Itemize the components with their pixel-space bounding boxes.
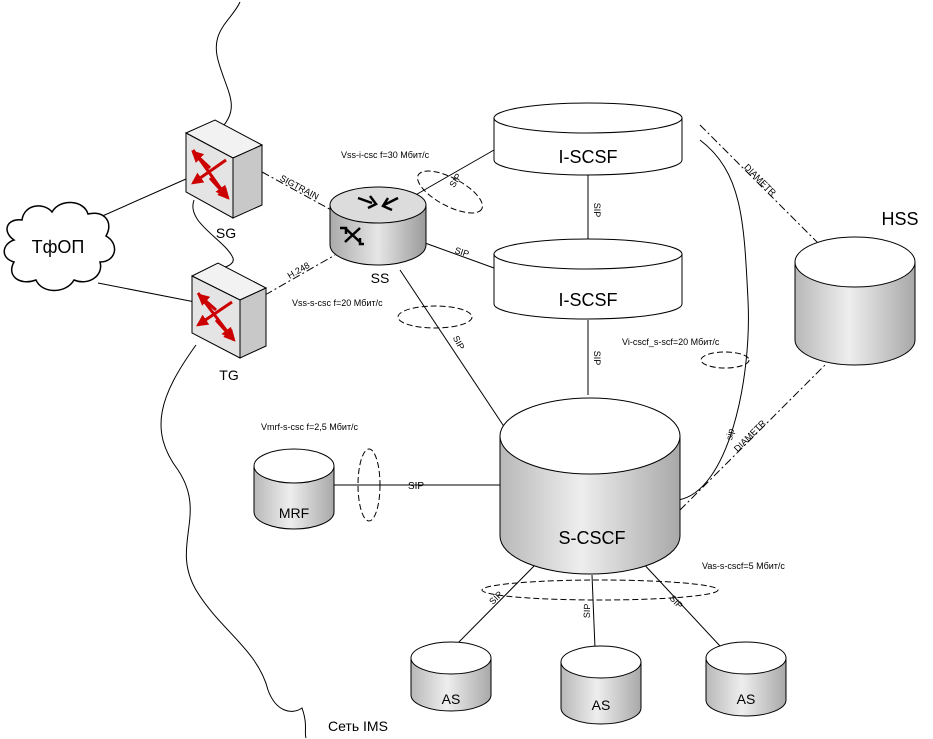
as1-node[interactable]: AS bbox=[410, 641, 492, 712]
marker-vas bbox=[481, 579, 719, 601]
mrf-node[interactable]: MRF bbox=[253, 448, 335, 530]
sip-mrf-scscf-label: SIP bbox=[408, 481, 424, 492]
network-label: Сеть IMS bbox=[328, 718, 388, 734]
tg-label: TG bbox=[219, 367, 238, 383]
network-boundary-middle bbox=[192, 199, 234, 269]
sigtrain-label: SIGTRAIN bbox=[278, 173, 320, 202]
annotation-vas: Vas-s-cscf=5 Мбит/с bbox=[702, 561, 785, 571]
as1-cap bbox=[410, 641, 492, 675]
sip-ss-scscf-label: SIP bbox=[451, 334, 467, 352]
hss-label: HSS bbox=[881, 209, 918, 229]
link-scscf-iscsf-loop bbox=[677, 139, 749, 501]
sip-iscsf-iscsf-label: SIP bbox=[592, 203, 602, 218]
ss-arrows-icon bbox=[340, 195, 399, 246]
mrf-body bbox=[253, 465, 335, 530]
sip-as2-label: SIP bbox=[582, 603, 593, 618]
as3-body bbox=[705, 657, 787, 717]
marker-vss-scscf bbox=[397, 305, 473, 329]
mrf-label: MRF bbox=[279, 505, 309, 521]
iscsf-mid-node[interactable]: I-SCSF bbox=[493, 238, 683, 320]
h248-label: H.248 bbox=[286, 260, 312, 281]
sip-ss-iscsf-mid-label: SIP bbox=[453, 245, 470, 259]
as2-cap bbox=[560, 645, 642, 679]
sip-as1-label: SIP bbox=[487, 589, 504, 606]
link-scscf-hss-diametr bbox=[679, 364, 826, 511]
diametr-top-label: DIAMETR bbox=[742, 162, 778, 198]
link-sg-ss-sigtrain bbox=[261, 171, 336, 213]
hss-node[interactable]: HSS bbox=[794, 209, 919, 366]
iscsf-top-node[interactable]: I-SCSF bbox=[493, 102, 683, 176]
link-tg-ss-h248 bbox=[264, 254, 336, 296]
sg-label: SG bbox=[216, 225, 236, 241]
as1-label: AS bbox=[442, 691, 461, 707]
scscf-label: S-CSCF bbox=[559, 528, 626, 548]
as2-body bbox=[560, 661, 642, 725]
scscf-cap bbox=[499, 397, 681, 475]
diametr-bottom-label: DIAMETR bbox=[732, 418, 768, 454]
annotation-vi-cscf: Vi-cscf_s-scf=20 Мбит/с bbox=[622, 337, 720, 347]
as2-label: AS bbox=[592, 697, 611, 713]
sg-node[interactable]: SG bbox=[184, 119, 264, 241]
link-ss-scscf bbox=[399, 269, 506, 429]
tg-box-side bbox=[239, 287, 267, 359]
link-ss-iscsf-mid bbox=[424, 242, 495, 269]
as3-label: AS bbox=[737, 691, 756, 707]
ss-node[interactable]: SS bbox=[329, 186, 427, 286]
annotation-vmrf: Vmrf-s-csc f=2,5 Мбит/с bbox=[261, 422, 359, 432]
capacity-markers bbox=[357, 170, 750, 601]
iscsf-top-label: I-SCSF bbox=[558, 147, 617, 167]
as3-node[interactable]: AS bbox=[705, 641, 787, 717]
pstn-label: ТфОП bbox=[32, 237, 85, 257]
iscsf-mid-cap bbox=[493, 238, 683, 270]
iscsf-mid-label: I-SCSF bbox=[558, 290, 617, 310]
link-scscf-as2 bbox=[591, 574, 596, 649]
tg-node[interactable]: TG bbox=[190, 262, 268, 383]
cloud-shape bbox=[3, 201, 116, 292]
ss-top bbox=[329, 186, 427, 224]
iscsf-top-body bbox=[493, 117, 683, 176]
sg-arrows-icon bbox=[191, 149, 230, 200]
scscf-node[interactable]: S-CSCF bbox=[499, 397, 681, 575]
link-scscf-as1 bbox=[452, 559, 541, 649]
annotations: Vss-i-csc f=30 Мбит/с Vss-s-csc f=20 Мби… bbox=[261, 150, 785, 571]
link-ss-iscsf-top bbox=[411, 149, 495, 198]
network-boundary-upper bbox=[215, 1, 241, 126]
marker-vmrf bbox=[357, 448, 381, 522]
pstn-cloud: ТфОП bbox=[3, 201, 116, 292]
marker-vi-cscf bbox=[700, 351, 750, 369]
ss-label: SS bbox=[371, 270, 390, 286]
sip-loop-label: sip bbox=[724, 428, 736, 441]
marker-vss-icscf bbox=[417, 170, 483, 214]
iscsf-mid-body bbox=[493, 253, 683, 320]
annotation-vss-icscf: Vss-i-csc f=30 Мбит/с bbox=[341, 150, 430, 160]
link-pstn-tg bbox=[97, 282, 196, 303]
tg-arrows-icon bbox=[196, 292, 236, 342]
scscf-body bbox=[499, 435, 681, 575]
link-scscf-as3 bbox=[639, 559, 721, 647]
dashdot-links bbox=[261, 124, 826, 511]
annotation-vss-scscf: Vss-s-csc f=20 Мбит/с bbox=[292, 298, 383, 308]
iscsf-top-cap bbox=[493, 102, 683, 134]
hss-cap bbox=[794, 236, 916, 288]
link-iscsf-hss-diametr bbox=[699, 124, 823, 248]
sg-box-side bbox=[232, 144, 263, 219]
hss-body bbox=[794, 261, 916, 366]
network-boundary-lower bbox=[160, 344, 307, 739]
as2-node[interactable]: AS bbox=[560, 645, 642, 725]
sip-ss-iscsf-top-label: SIP bbox=[447, 172, 463, 190]
mrf-cap bbox=[253, 448, 335, 484]
as3-cap bbox=[705, 641, 787, 675]
sip-iscsf-scscf-label: SIP bbox=[592, 351, 602, 366]
sip-as3-label: SIP bbox=[668, 593, 685, 610]
